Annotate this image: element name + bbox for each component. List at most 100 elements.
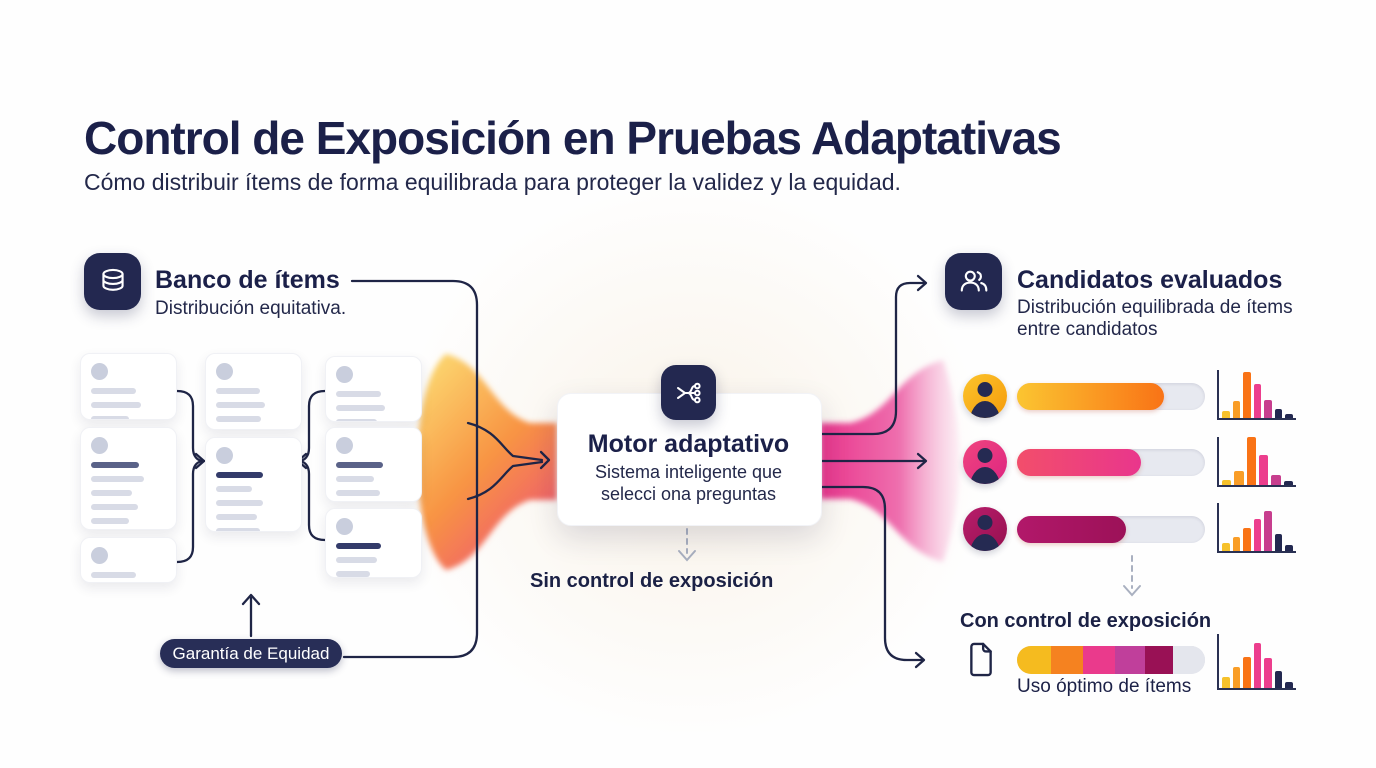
placeholder-line [91,388,136,394]
item-card [80,427,177,530]
item-avatar-dot [91,363,108,380]
users-icon [945,253,1002,310]
placeholder-line [216,416,261,422]
chart-bar [1253,519,1262,551]
candidate-3-avatar [963,507,1007,551]
distribute-split-icon [661,365,716,420]
usage-segment [1173,646,1205,674]
placeholder-line [216,486,252,492]
chart-bar [1271,475,1281,485]
item-usage-segmented-bar [1017,646,1205,674]
avatar-body [969,401,1001,418]
placeholder-line [91,476,144,482]
chart-bar [1243,527,1251,551]
candidate-1-progress-track [1017,383,1205,410]
candidate-3-progress-fill [1017,516,1127,543]
placeholder-line [216,388,260,394]
chart-bar [1274,533,1283,551]
placeholder-line [91,518,129,524]
chart-bar [1232,667,1241,688]
candidate-2-progress-fill [1017,449,1142,476]
chart-bar [1222,480,1232,485]
usage-segment [1050,646,1083,674]
candidate-3-chart [1217,503,1296,553]
candidates-subtitle-line2: entre candidatos [1017,319,1158,340]
avatar-body [969,534,1001,551]
chart-bar [1285,681,1294,688]
placeholder-line [336,571,370,577]
candidate-2-avatar [963,440,1007,484]
chart-bar [1274,670,1283,688]
engine-input-line [466,421,544,462]
placeholder-line [336,476,374,482]
candidate-2-chart [1217,437,1296,487]
chart-bar [1253,642,1262,688]
chart-bar [1258,455,1269,485]
item-avatar-dot [216,363,233,380]
item-card [325,427,422,502]
engine-title: Motor adaptativo [587,430,790,458]
chart-bar [1222,411,1230,418]
item-bank-title: Banco de ítems [155,266,340,294]
chart-bar [1253,384,1262,418]
chart-bar [1232,536,1241,551]
candidates-title: Candidatos evaluados [1017,266,1283,294]
placeholder-line [91,572,136,578]
item-avatar-dot [336,518,353,535]
optimal-usage-chart [1217,634,1296,690]
engine-subtitle: Sistema inteligente que selecci ona preg… [557,461,820,505]
placeholder-line [216,472,263,478]
chart-bar [1243,656,1251,688]
item-card [325,508,422,578]
placeholder-line [91,402,141,408]
chart-bar [1264,658,1272,688]
placeholder-line [91,504,138,510]
candidate-1-chart [1217,370,1296,420]
item-avatar-dot [216,447,233,464]
placeholder-line [336,462,383,468]
with-control-label: Con control de exposición [960,610,1212,632]
item-bank-subtitle: Distribución equitativa. [155,298,347,319]
input-funnel [417,354,557,570]
avatar-head [977,448,993,463]
chart-bar [1283,481,1293,485]
document-icon [966,641,996,683]
page-subtitle: Cómo distribuir ítems de forma equilibra… [84,169,901,195]
item-avatar-dot [336,437,353,454]
placeholder-line [336,419,378,421]
chart-bar [1222,543,1230,551]
chart-bar [1222,677,1230,688]
avatar-head [977,382,993,397]
item-card [80,537,177,583]
avatar-body [969,467,1001,484]
placeholder-line [216,500,263,506]
item-avatar-dot [91,547,108,564]
fairness-badge: Garantía de Equidad [160,639,342,668]
placeholder-line [216,402,265,408]
item-card [80,353,177,420]
chart-bar [1285,545,1294,551]
usage-segment [1017,646,1051,674]
candidates-subtitle-line1: Distribución equilibrada de ítems [1017,297,1293,318]
database-icon [84,253,141,310]
chart-bar [1264,510,1272,551]
card-connector [296,389,327,463]
chart-bar [1243,371,1251,418]
candidate-1-avatar [963,374,1007,418]
engine-subtitle-line2: selecci ona preguntas [600,484,777,504]
chart-bar [1246,437,1256,485]
candidate-3-progress-track [1017,516,1205,543]
engine-to-control-line [818,485,924,662]
placeholder-line [336,391,381,397]
item-avatar-dot [91,437,108,454]
item-card [205,437,302,532]
placeholder-line [91,416,129,419]
chart-bar [1285,414,1294,418]
chart-bar [1232,400,1241,418]
optimal-usage-caption: Uso óptimo de ítems [1017,676,1192,697]
placeholder-line [336,557,378,563]
item-card [325,356,422,422]
card-connector [175,389,206,463]
candidates-subtitle: Distribución equilibrada de ítems entre … [1017,297,1293,341]
placeholder-line [336,490,380,496]
